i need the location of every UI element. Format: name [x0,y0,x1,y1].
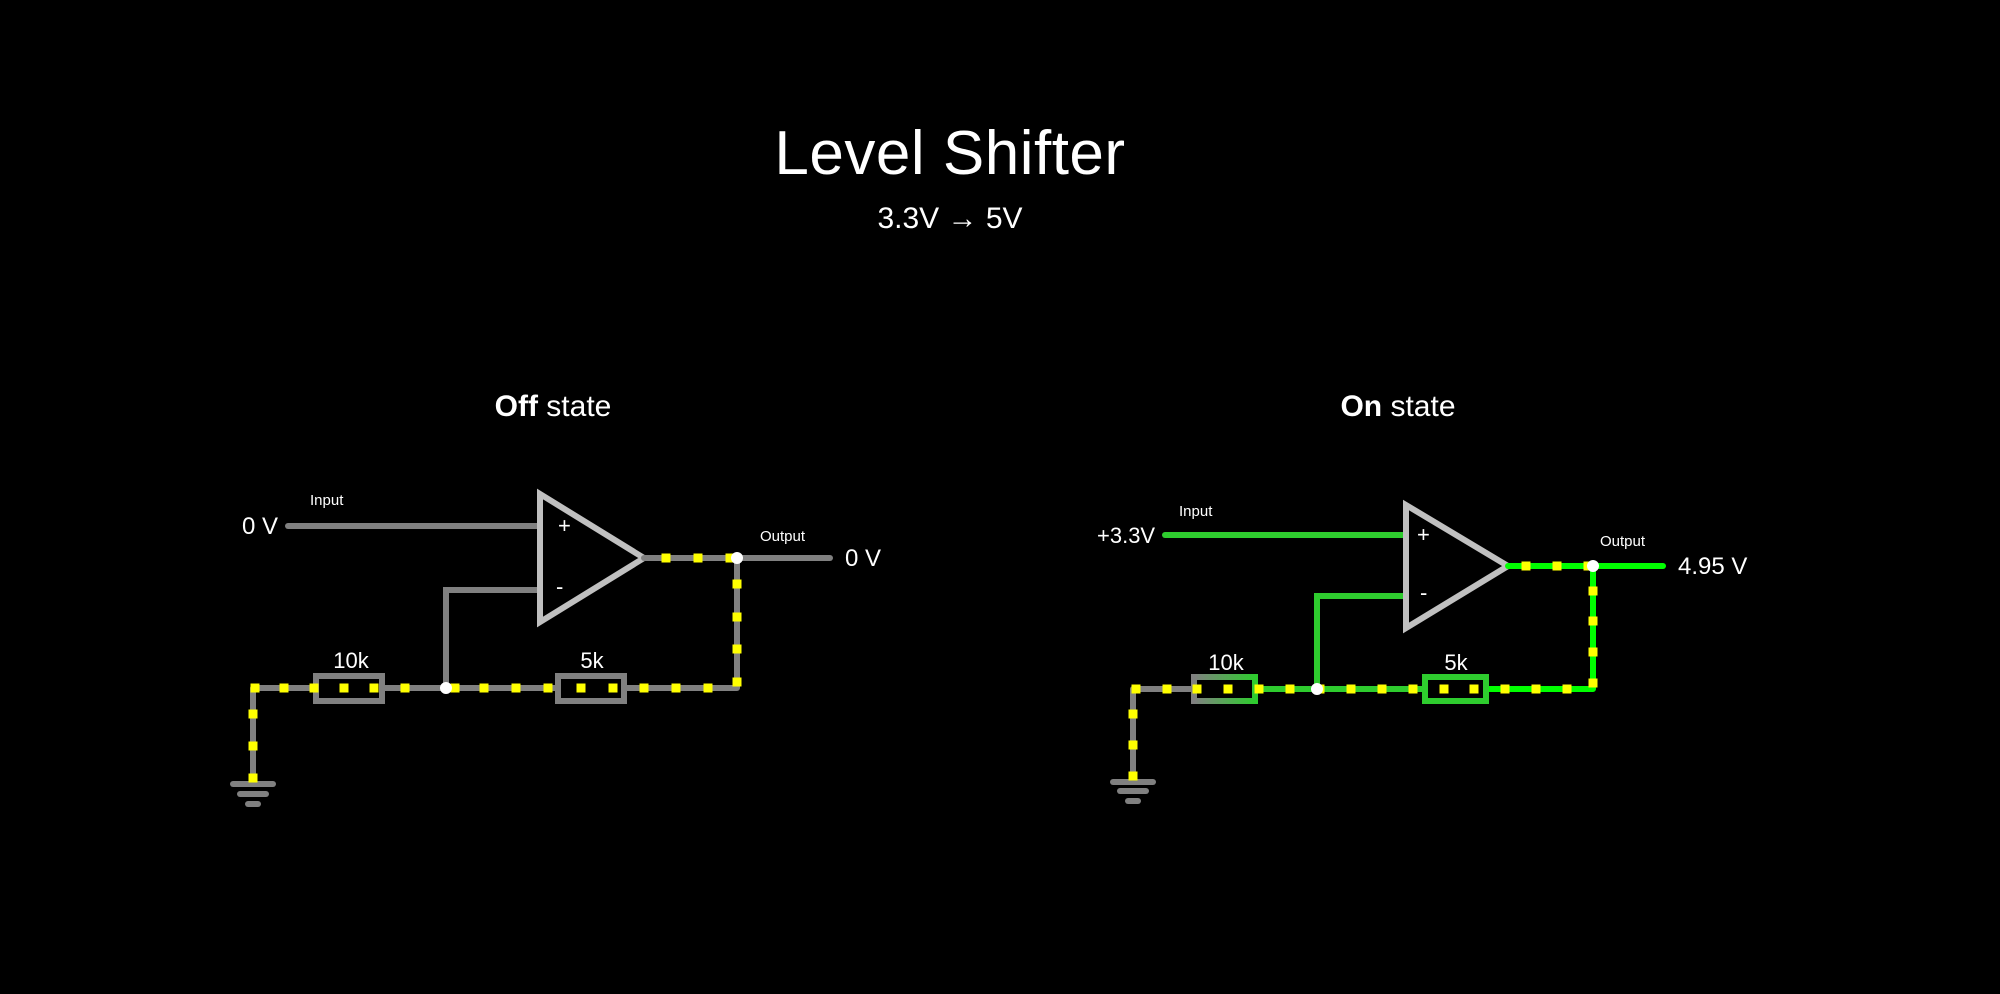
current-dot [543,683,553,693]
off-feedback-wire [250,558,740,784]
on-ground-icon [1110,779,1156,804]
off-minus-sign: - [556,574,563,599]
current-dot [248,709,258,719]
current-dot [576,683,586,693]
current-dot [661,553,671,563]
on-resistor-10k-label: 10k [1208,650,1244,675]
on-feedback-wire [1486,566,1596,692]
off-state-heading: Off state [495,390,612,423]
on-resistor-5k-icon [1422,674,1489,704]
current-dot [1128,709,1138,719]
on-input-voltage: +3.3V [1097,523,1155,548]
off-resistor-10k-label: 10k [333,648,369,673]
current-dot [1439,684,1449,694]
current-dot [1162,684,1172,694]
current-dot [248,773,258,783]
current-dot [339,683,349,693]
on-minus-sign: - [1420,580,1427,605]
current-dot [1588,647,1598,657]
on-ground-wire [1130,686,1192,782]
off-input-label: Input [310,492,344,509]
off-inverting-wire [443,587,540,688]
off-resistor-5k-label: 5k [580,648,604,673]
on-resistor-5k-label: 5k [1444,650,1468,675]
current-dot [279,683,289,693]
current-dot [1285,684,1295,694]
current-dot [1128,771,1138,781]
current-dot [732,677,742,687]
current-dot [450,683,460,693]
current-dot [703,683,713,693]
current-dot [732,612,742,622]
on-input-label: Input [1179,503,1213,520]
current-dot [250,683,260,693]
current-dot [671,683,681,693]
current-dot [1552,561,1562,571]
current-dot [1562,684,1572,694]
current-dot [732,644,742,654]
current-dot [693,553,703,563]
on-current-dots [1128,561,1598,781]
current-dot [608,683,618,693]
current-dot [1131,684,1141,694]
page-subtitle: 3.3V → 5V [877,202,1023,235]
current-dot [511,683,521,693]
current-dot [1377,684,1387,694]
off-input-voltage: 0 V [242,513,278,540]
current-dot [1469,684,1479,694]
current-dot [1192,684,1202,694]
current-dot [1128,740,1138,750]
off-resistor-5k-icon [555,673,627,704]
on-state-circuit: On state +3.3V Input + - Output 4.95 V 1… [1097,390,1747,804]
current-dot [1588,678,1598,688]
current-dot [725,553,735,563]
off-current-dots [248,553,742,783]
off-plus-sign: + [558,513,571,538]
current-dot [248,741,258,751]
current-dot [1500,684,1510,694]
current-dot [369,683,379,693]
current-dot [1346,684,1356,694]
on-plus-sign: + [1417,522,1430,547]
off-output-node [731,552,743,564]
current-dot [1588,586,1598,596]
off-output-voltage: 0 V [845,545,881,572]
current-dot [479,683,489,693]
on-inverting-wire [1314,593,1406,689]
off-opamp-icon [537,488,650,628]
current-dot [1588,616,1598,626]
page-title: Level Shifter [774,119,1126,188]
off-junction-node [440,682,452,694]
on-output-node [1587,560,1599,572]
current-dot [400,683,410,693]
on-opamp-icon [1403,499,1514,634]
on-junction-node [1311,683,1323,695]
on-output-voltage: 4.95 V [1678,553,1747,580]
current-dot [309,683,319,693]
current-dot [732,579,742,589]
current-dot [1521,561,1531,571]
off-output-label: Output [760,528,806,545]
current-dot [639,683,649,693]
on-output-label: Output [1600,533,1646,550]
off-ground-icon [230,781,276,807]
current-dot [1223,684,1233,694]
current-dot [1531,684,1541,694]
on-state-heading: On state [1340,390,1455,423]
off-state-circuit: Off state 0 V Input + - Output 0 V 10k 5… [230,390,881,807]
current-dot [1254,684,1264,694]
current-dot [1408,684,1418,694]
